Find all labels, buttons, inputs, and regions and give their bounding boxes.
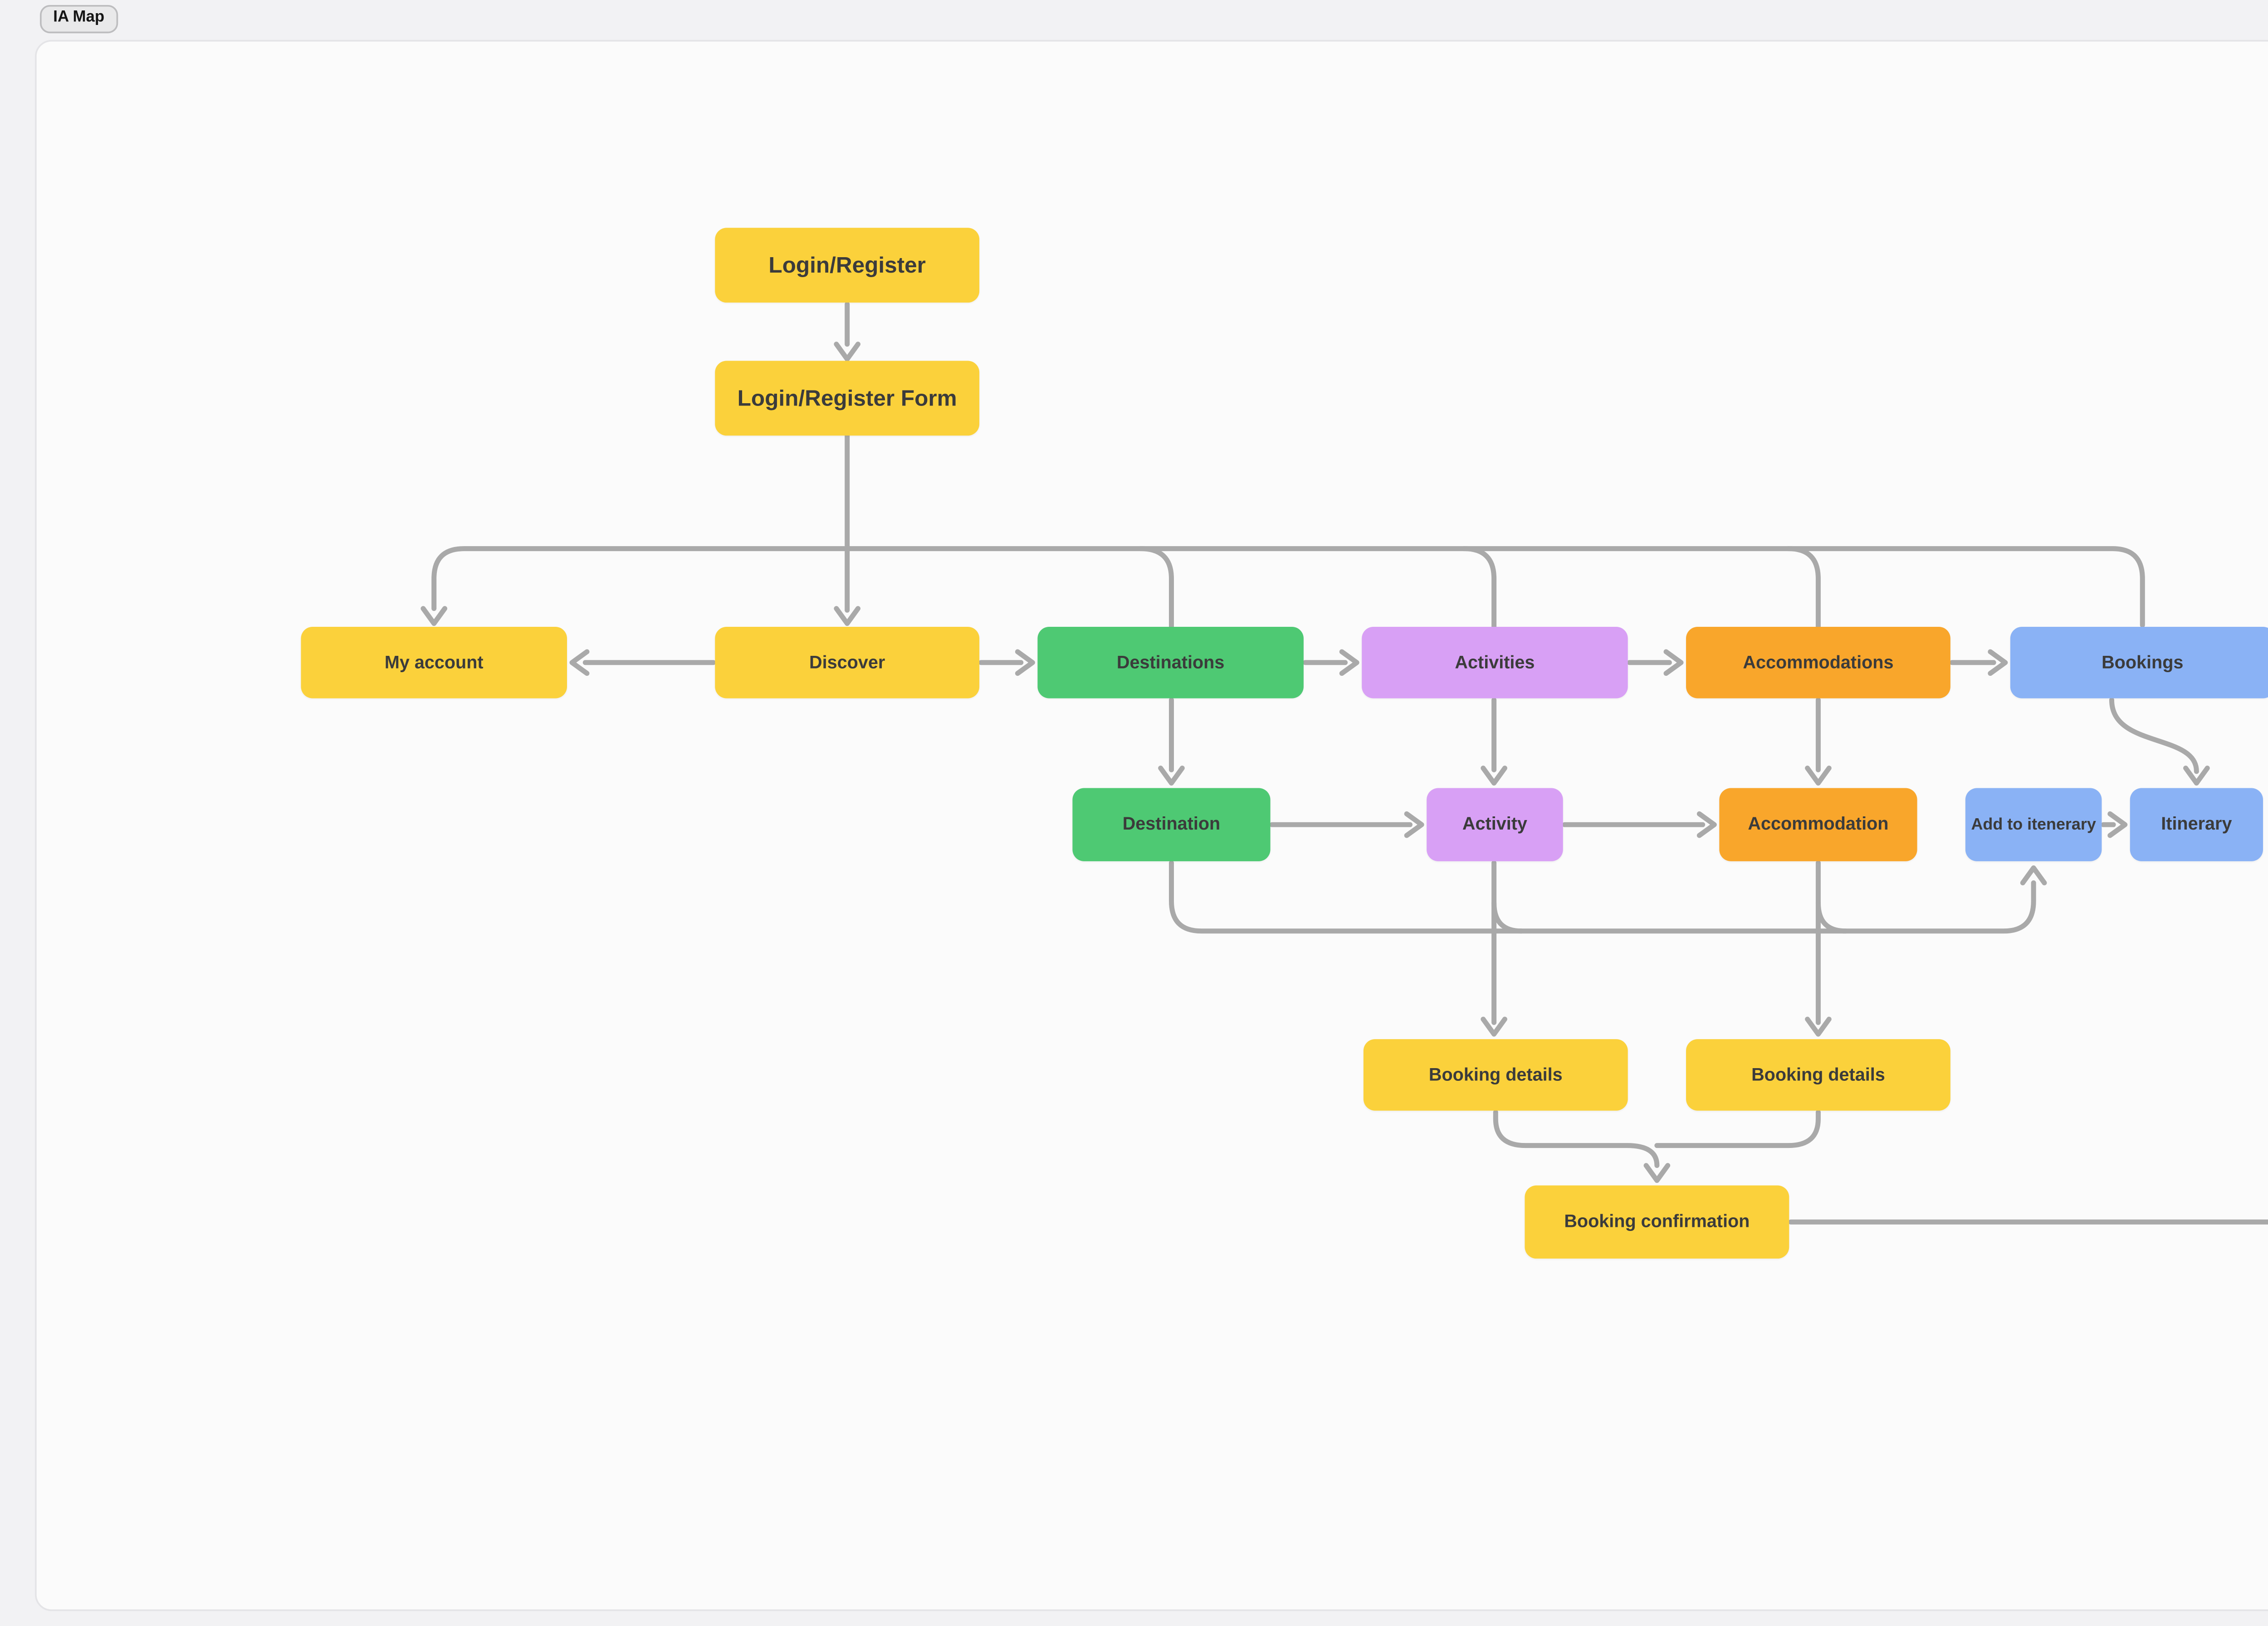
node-destination[interactable]: Destination (1072, 788, 1271, 861)
node-booking-confirmation[interactable]: Booking confirmation (1525, 1185, 1789, 1259)
arrow-into-add-to-itenerary-bottom (2020, 865, 2047, 885)
arrow-into-itinerary-top (2183, 766, 2210, 786)
node-login-register-form[interactable]: Login/Register Form (715, 361, 980, 436)
edge-lower-bus (1168, 860, 2036, 934)
node-booking-details-1[interactable]: Booking details (1363, 1039, 1628, 1111)
edge-details1-merge (1493, 1109, 1660, 1168)
node-label: Booking details (1751, 1064, 1885, 1085)
node-label: Destinations (1116, 652, 1225, 673)
node-label: Login/Register Form (737, 386, 957, 411)
arrow-into-form-top (834, 342, 860, 362)
edge-bus-branch-accommodations (1785, 546, 1821, 630)
node-accommodations[interactable]: Accommodations (1686, 626, 1950, 698)
arrow-into-accommodation-top (1805, 766, 1832, 786)
node-label: Add to itenerary (1971, 815, 2096, 834)
node-label: Booking details (1428, 1064, 1563, 1085)
node-accommodation[interactable]: Accommodation (1719, 788, 1917, 861)
arrow-into-booking-details2-top (1805, 1016, 1832, 1037)
edge-lower-bus-fillet-activity (1491, 900, 1524, 934)
node-discover[interactable]: Discover (715, 626, 980, 698)
node-label: Activities (1455, 652, 1535, 673)
node-label: Activity (1462, 815, 1527, 835)
node-booking-details-2[interactable]: Booking details (1686, 1039, 1950, 1111)
node-bookings[interactable]: Bookings (2010, 626, 2268, 698)
ia-map-tab[interactable]: IA Map (39, 5, 118, 34)
arrow-into-my-account-top (420, 606, 448, 626)
node-itinerary[interactable]: Itinerary (2130, 788, 2263, 861)
edge-details2-merge (1654, 1109, 1821, 1148)
edge-lower-bus-fillet-accommodation (1815, 900, 1848, 934)
node-label: Discover (809, 652, 885, 673)
arrow-into-accommodation-left (1696, 811, 1717, 838)
node-label: Destination (1122, 815, 1221, 835)
node-label: Bookings (2102, 652, 2184, 673)
edge-bookings-to-itinerary (2109, 697, 2199, 774)
arrow-into-bookings-left (1988, 649, 2008, 676)
arrow-into-my-account-right (569, 649, 590, 676)
node-label: Booking confirmation (1564, 1212, 1750, 1232)
edge-confirmation-loop-to-bookings (1788, 1219, 2268, 1225)
arrow-into-activity-top (1481, 766, 1507, 786)
edge-bus-branch-activities (1461, 546, 1497, 630)
node-label: Accommodation (1748, 815, 1889, 835)
node-activity[interactable]: Activity (1427, 788, 1563, 861)
node-label: Accommodations (1743, 652, 1894, 673)
node-label: Login/Register (768, 253, 926, 278)
arrow-into-itinerary-left (2107, 811, 2128, 838)
arrow-into-destinations-left (1015, 649, 1035, 676)
edge-bus-branch-destinations (1138, 546, 1174, 630)
edge-top-bus (431, 546, 2145, 628)
arrow-into-booking-details1-top (1481, 1016, 1507, 1037)
node-my-account[interactable]: My account (301, 626, 567, 698)
arrow-into-activity-left (1404, 811, 1424, 838)
node-add-to-itenerary[interactable]: Add to itenerary (1965, 788, 2102, 861)
node-label: My account (384, 652, 484, 673)
arrow-into-accommodations-left (1663, 649, 1684, 676)
node-login-register[interactable]: Login/Register (715, 228, 980, 303)
arrow-into-discover-top (834, 606, 860, 626)
arrow-into-activities-left (1339, 649, 1359, 676)
node-activities[interactable]: Activities (1362, 626, 1628, 698)
arrow-into-confirmation-top (1643, 1163, 1671, 1183)
node-destinations[interactable]: Destinations (1037, 626, 1304, 698)
node-label: Itinerary (2161, 815, 2232, 835)
arrow-into-destination-top (1158, 766, 1185, 786)
